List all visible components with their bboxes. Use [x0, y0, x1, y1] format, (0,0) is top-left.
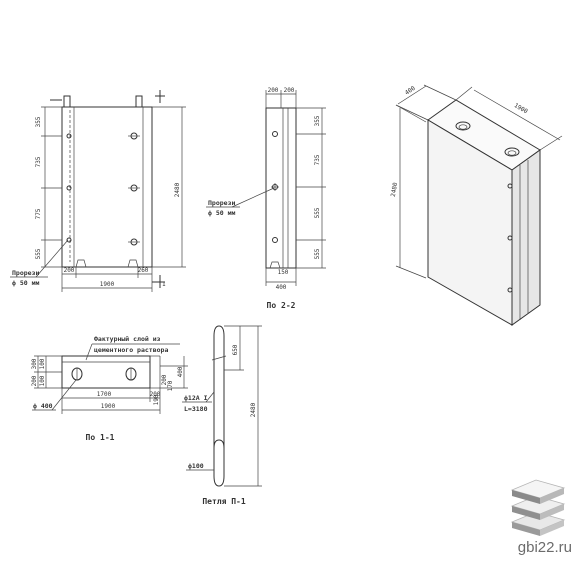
iso-top-hole [455, 121, 471, 131]
front-dim-bottom-3: 260 [138, 267, 149, 274]
section-2-2-hole [272, 131, 278, 137]
front-view: 355 735 775 555 2480 200 1900 260 Прорез… [10, 90, 186, 292]
front-section-mark: 1 [162, 281, 166, 288]
loop-p1-caption: Петля П-1 [202, 497, 246, 506]
section-1-1-diameter: ф 400 [33, 402, 53, 410]
iso-dim-depth: 400 [404, 85, 417, 97]
iso-dim-ext [395, 265, 427, 279]
section-2-2-dim-right-2: 735 [314, 154, 321, 165]
front-dim-bottom-2: 1900 [100, 281, 115, 288]
iso-top-hole-inner [507, 150, 517, 156]
loop-p1-diameter: ф100 [188, 462, 204, 470]
front-view-loop-left [63, 95, 71, 107]
section-2-2-hole-note-1: Прорези [208, 199, 235, 207]
section-2-2-dim-top-2: 200 [284, 87, 295, 94]
iso-dim-depth-line [397, 85, 427, 105]
front-hole-note-2: ф 50 мм [12, 279, 39, 287]
iso-dim-width: 1900 [513, 102, 529, 115]
section-1-1-dia-leader [51, 379, 77, 411]
section-1-1-caption: По 1-1 [86, 433, 115, 442]
front-view-outline [61, 106, 153, 268]
isometric-view: 400 1900 2480 [390, 84, 563, 326]
loop-p1-upper-bend [213, 325, 225, 476]
loop-p1-rebar-leader [205, 391, 215, 403]
loop-p1-lower-bend [213, 475, 225, 487]
section-2-2-caption: По 2-2 [267, 301, 296, 310]
front-dim-bottom-1: 200 [64, 267, 75, 274]
section-1-1-dim-right-4: 190 [153, 394, 160, 405]
iso-dim-height: 2480 [390, 182, 399, 198]
iso-dim-width-line [473, 89, 561, 141]
front-view-foot-right [127, 259, 139, 268]
iso-side-face [511, 149, 541, 326]
section-2-2-dim-right-1: 355 [314, 115, 321, 126]
iso-dim-ext [539, 135, 563, 151]
front-view-hole [66, 185, 72, 191]
section-1-1-dim-left-3: 200 [31, 375, 38, 386]
section-2-2-hole-note-2: ф 50 мм [208, 209, 235, 217]
iso-top-hole [504, 147, 520, 157]
front-view-hole [66, 133, 72, 139]
section-1-1-note-2: цементного раствора [94, 346, 168, 354]
front-view-foot-left [75, 259, 87, 268]
iso-dim-ext [455, 86, 473, 101]
section-2-2-dim-right-3: 555 [314, 207, 321, 218]
loop-p1-inner-bend [213, 439, 225, 449]
brand-logo [510, 479, 566, 536]
section-1-1-dim-bottom-2: 200 [150, 391, 161, 398]
front-hole-leader [35, 239, 69, 278]
section-2-2-hole [272, 237, 278, 243]
section-2-2-foot [269, 261, 281, 269]
section-1-1-dim-left-2: 100 [39, 358, 46, 369]
section-2-2-hole-leader [231, 187, 275, 208]
section-2-2: 200 200 355 735 555 555 Прорези ф 50 мм … [206, 87, 326, 310]
slab-stack-icon [510, 479, 566, 536]
section-1-1-note-leader [85, 343, 93, 361]
iso-top-hole-inner [458, 124, 468, 130]
brand-site-name: gbi22.ru [517, 539, 572, 556]
section-1-1-outline [61, 355, 151, 389]
section-1-1-dim-bottom-1: 1700 [97, 391, 112, 398]
section-1-1-dim-right-3: 170 [167, 380, 174, 391]
section-2-2-dim-right-4: 555 [314, 248, 321, 259]
iso-side-hole [507, 183, 513, 189]
front-dim-left-3: 775 [35, 208, 42, 219]
loop-p1-rebar-1: ф12А I [184, 394, 208, 402]
section-2-2-outline [265, 107, 297, 269]
section-1-1-dim-left-4: 100 [39, 375, 46, 386]
section-1-1-note-1: Фактурный слой из [94, 335, 161, 343]
section-1-1: Фактурный слой из цементного раствора 30… [31, 335, 188, 442]
section-2-2-dim-bottom-2: 400 [276, 284, 287, 291]
loop-p1-hook [211, 355, 227, 361]
front-dim-left-4: 555 [35, 248, 42, 259]
front-view-loop-right [135, 95, 143, 107]
front-dim-left-2: 735 [35, 156, 42, 167]
front-dim-left-1: 355 [35, 116, 42, 127]
section-2-2-dim-top-1: 200 [268, 87, 279, 94]
loop-p1: 650 2480 ф12А I L=3180 ф100 Петля П-1 [182, 325, 262, 506]
iso-dim-ext [423, 84, 457, 101]
iso-dim-ext [395, 104, 429, 121]
loop-p1-dim-total: 2480 [250, 402, 257, 417]
front-dim-height: 2480 [174, 182, 181, 197]
iso-dim-ext [395, 104, 427, 123]
front-view-hole [66, 237, 72, 243]
section-1-1-dim-right-1: 400 [177, 366, 184, 377]
iso-side-hole [507, 287, 513, 293]
section-1-1-dim-right-2: 200 [161, 374, 168, 385]
loop-p1-rebar-2: L=3180 [184, 405, 208, 413]
section-1-1-dim-left-1: 300 [31, 358, 38, 369]
iso-side-hole [507, 235, 513, 241]
loop-p1-dim-top: 650 [232, 344, 239, 355]
section-2-2-dim-bottom-1: 150 [278, 269, 289, 276]
front-hole-note-1: Прорези [12, 269, 39, 277]
section-1-1-dim-bottom-3: 1900 [101, 403, 116, 410]
